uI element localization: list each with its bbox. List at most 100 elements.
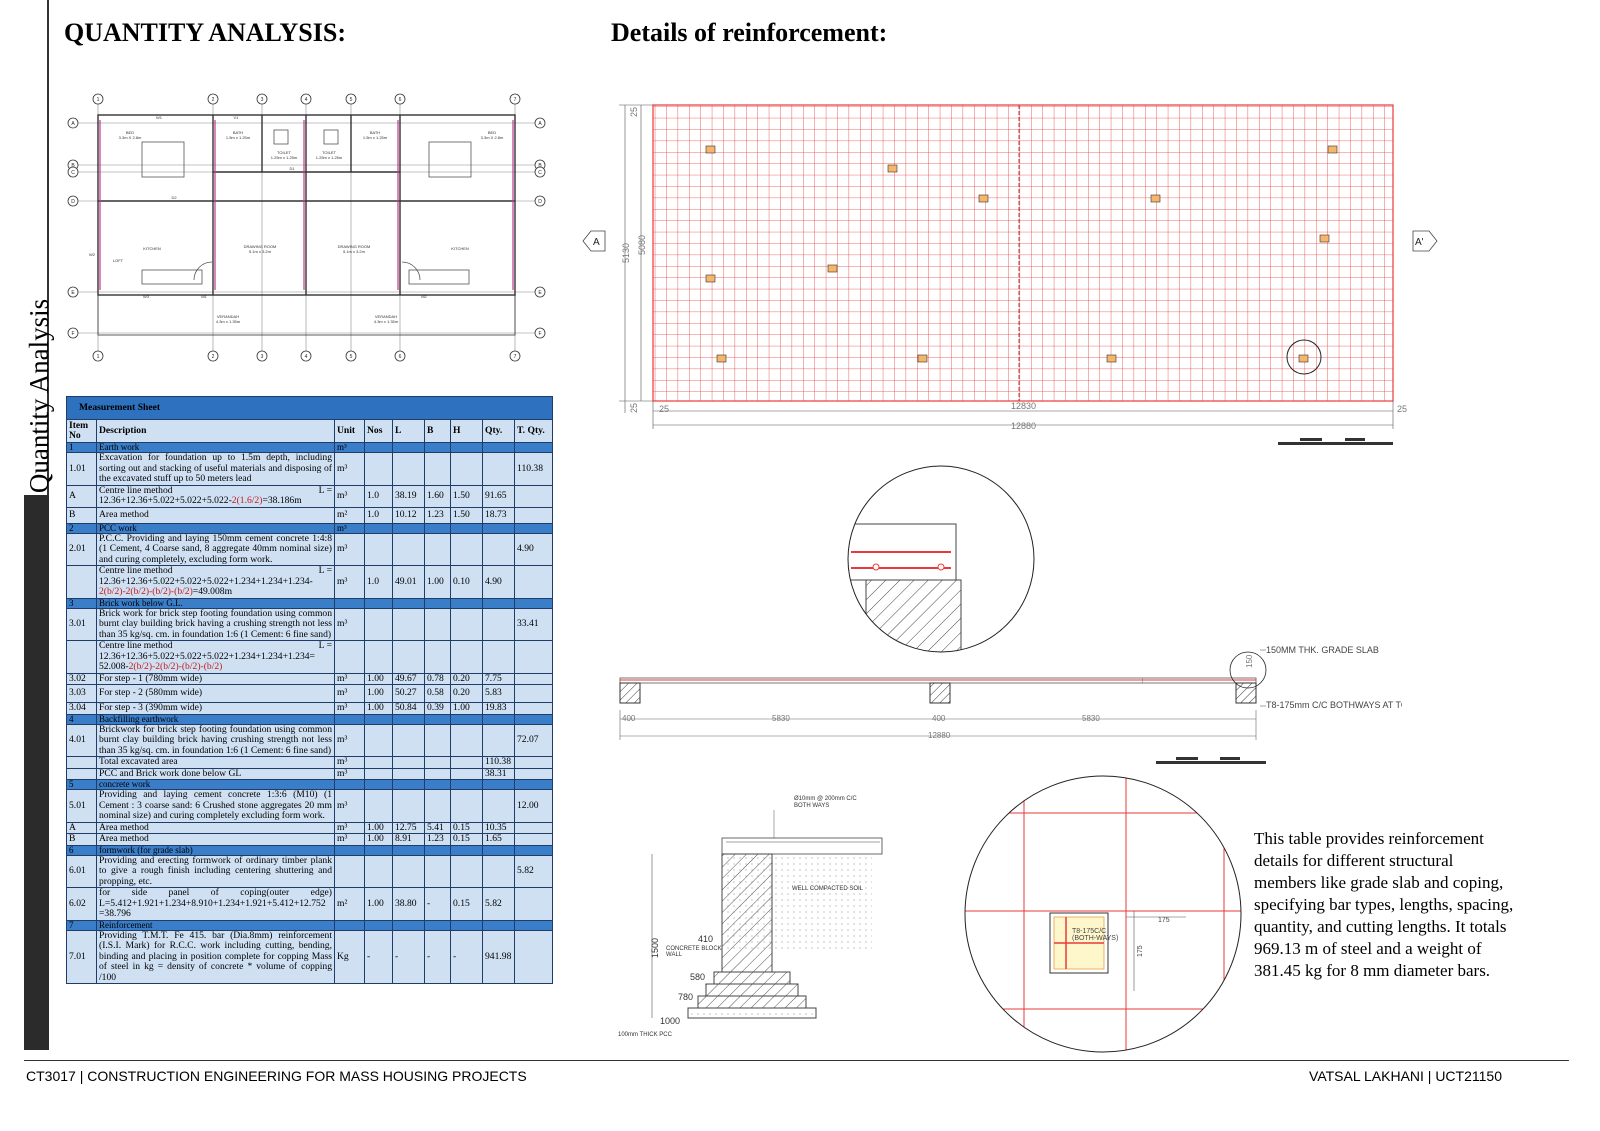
dim-left-gap: 25 (659, 404, 669, 414)
grid-col-label: 3 (261, 354, 264, 360)
dim-400: 400 (932, 714, 946, 723)
dim-height-outer: 5130 (621, 243, 631, 263)
slab-reinforcement-plan: 25 25 5130 5080 12830 12880 25 25 A A' (582, 104, 1438, 445)
room-label: BED (488, 130, 496, 135)
dim-150: 150 (1245, 654, 1254, 668)
grid-row-label: C (71, 170, 75, 176)
col-description: Description (96, 419, 335, 443)
opening-tag: LOFT (113, 258, 124, 263)
grid-col-label: 6 (399, 97, 402, 103)
room-size: 1.25m x 1.25m (316, 155, 343, 160)
grid-col-label: 1 (97, 97, 100, 103)
dim-width-inner: 12830 (1011, 401, 1036, 411)
grid-row-label: C (538, 170, 542, 176)
opening-tag: W2 (89, 252, 96, 257)
room-label: VERANDAH (217, 314, 239, 319)
grid-row-label: F (538, 331, 541, 337)
grid-row-label: A (538, 121, 542, 127)
measurement-sheet: Measurement Sheet Item No Description Un… (65, 396, 554, 984)
col-qty: Qty. (482, 419, 515, 443)
dim-175-h: 175 (1158, 917, 1170, 924)
grid-row-label: D (71, 199, 75, 205)
room-label: KITCHEN (143, 246, 161, 251)
slab-section-end: 150 150MM THK. GRADE SLAB T8-175mm C/C B… (1142, 645, 1402, 764)
room-label: TOILET (322, 150, 336, 155)
opening-tag: W1 (156, 115, 163, 120)
edge-detail (847, 465, 1035, 653)
dim-5830: 5830 (1082, 714, 1100, 723)
bar-tag-line1: T8-175C/C (1072, 928, 1106, 935)
grid-col-label: 4 (305, 354, 308, 360)
col-b: B (424, 419, 451, 443)
room-label: DRAWING ROOM (244, 244, 277, 249)
opening-tag: D2 (171, 195, 177, 200)
bar-note-line1: Ø10mm @ 200mm C/C (794, 796, 857, 802)
wall-label-line1: CONCRETE BLOCK (666, 946, 722, 952)
dim-right-gap: 25 (1397, 404, 1407, 414)
dim-5830: 5830 (772, 714, 790, 723)
grid-col-label: 3 (261, 97, 264, 103)
grid-col-label: 2 (212, 354, 215, 360)
corner-detail: T8-175C/C (BOTH-WAYS) 175 175 (964, 775, 1242, 1053)
room-label: BED (126, 130, 134, 135)
room-size: 5.1m x 3.2m (249, 249, 272, 254)
room-size: 3.3m X 2.8m (481, 135, 504, 140)
dim-780: 780 (678, 992, 693, 1002)
dim-580: 580 (690, 972, 705, 982)
label-bars: T8-175mm C/C BOTHWAYS AT TOP (1266, 700, 1402, 710)
right-heading: Details of reinforcement: (611, 18, 888, 47)
grid-row-label: E (538, 290, 542, 296)
room-size: 4.3m x 1.35m (216, 319, 241, 324)
col-unit: Unit (334, 419, 365, 443)
col-nos: Nos (364, 419, 393, 443)
grid-col-label: 4 (305, 97, 308, 103)
room-label: BATH (370, 130, 380, 135)
room-size: 1.25m x 1.25m (271, 155, 298, 160)
col-l: L (392, 419, 425, 443)
sheet-title: Measurement Sheet (65, 396, 554, 420)
room-label: DRAWING ROOM (338, 244, 371, 249)
pcc-label: 100mm THICK PCC (618, 1032, 673, 1038)
footer-course: CT3017 | CONSTRUCTION ENGINEERING FOR MA… (26, 1068, 527, 1084)
grid-row-label: A (71, 121, 75, 127)
col-total-qty: T. Qty. (513, 419, 554, 443)
left-heading: QUANTITY ANALYSIS: (64, 18, 346, 47)
dim-400: 400 (622, 714, 636, 723)
room-label: KITCHEN (451, 246, 469, 251)
grid-col-label: 6 (399, 354, 402, 360)
opening-tag: M2 (421, 294, 427, 299)
grid-col-label: 7 (514, 354, 517, 360)
grid-row-label: F (71, 331, 74, 337)
col-item-no: Item No (66, 419, 97, 443)
dim-bottom: 25 (629, 403, 639, 413)
side-title: Quantity Analysis (24, 298, 54, 494)
dim-175-v: 175 (1137, 945, 1144, 957)
room-size: 1.5m x 1.25m (363, 135, 388, 140)
soil-label: WELL COMPACTED SOIL (792, 886, 864, 892)
side-accent-bar (24, 495, 49, 1050)
grid-row-label: E (71, 290, 75, 296)
side-divider-line (47, 0, 49, 495)
dim-height-inner: 5080 (637, 235, 647, 255)
dim-total: 12880 (928, 731, 951, 740)
footer-author: VATSAL LAKHANI | UCT21150 (1309, 1068, 1502, 1084)
dim-1000: 1000 (660, 1016, 680, 1026)
room-size: 1.5m x 1.25m (226, 135, 251, 140)
footer-divider (24, 1060, 1569, 1061)
room-size: 3.3m X 2.8m (119, 135, 142, 140)
